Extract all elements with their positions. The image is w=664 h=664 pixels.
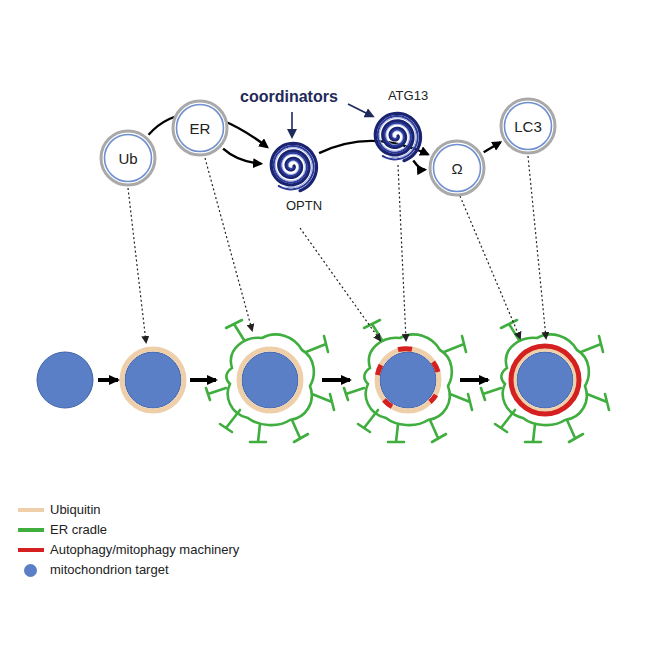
stage-2	[122, 349, 184, 411]
dotted-arrows	[128, 156, 546, 342]
node-label: LC3	[514, 118, 542, 135]
stage-4	[344, 320, 472, 442]
spiral-node: ATG13	[368, 108, 424, 164]
node-label: Ω	[451, 160, 462, 177]
stage-5	[481, 320, 609, 442]
pathway-arrow	[484, 142, 501, 152]
progression-arrows	[98, 378, 488, 382]
legend-swatch	[24, 564, 37, 577]
vesicle-node: Ub	[99, 129, 157, 187]
legend-samples	[18, 510, 44, 550]
pathway-arrow	[223, 149, 261, 164]
legend-text: Ubiquitin	[50, 502, 101, 517]
node-label: ER	[190, 120, 211, 137]
node-label: ATG13	[348, 88, 468, 103]
coordinator-arrows	[292, 104, 372, 136]
annotation-label: coordinators	[240, 88, 338, 106]
spiral-shape	[264, 138, 320, 194]
spiral-node: OPTN	[264, 138, 320, 194]
node-label: OPTN	[244, 198, 364, 213]
vesicle-node: LC3	[499, 97, 557, 155]
stage-1	[37, 352, 93, 408]
legend-text: ER cradle	[50, 522, 107, 537]
legend-text: Autophagy/mitophagy machinery	[50, 542, 239, 557]
legend-text: mitochondrion target	[50, 562, 169, 577]
stage-3	[206, 320, 334, 442]
vesicle-node: ER	[171, 99, 229, 157]
spiral-shape	[368, 108, 424, 164]
vesicle-node: Ω	[428, 139, 486, 197]
pathway-arrow	[413, 161, 425, 170]
node-label: Ub	[118, 150, 137, 167]
